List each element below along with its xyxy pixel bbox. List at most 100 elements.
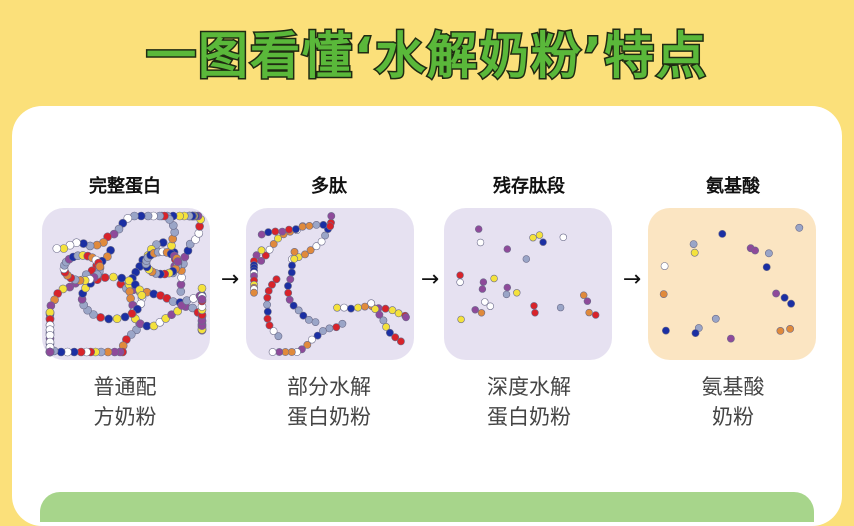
caption-amino-acid-formula: 氨基酸奶粉: [701, 375, 765, 429]
protein-bead: [104, 314, 113, 324]
peptide-bead: [305, 221, 314, 230]
short-peptide-bead: [585, 308, 593, 317]
peptide-bead: [289, 301, 298, 310]
peptide-bead: [257, 246, 266, 255]
amino-acid-bead: [727, 334, 735, 343]
arrow-2-icon: →: [420, 267, 440, 292]
peptide-bead: [332, 323, 341, 332]
peptide-bead: [312, 242, 321, 251]
short-peptide-bead: [478, 285, 487, 293]
caption-extensive-hydrolysis: 深度水解蛋白奶粉: [487, 375, 571, 429]
short-peptide-bead: [471, 306, 479, 314]
short-peptide-bead: [531, 309, 539, 317]
peptide-bead: [269, 327, 278, 335]
amino-acid-bead: [762, 263, 771, 271]
protein-bead: [127, 309, 137, 318]
peptide-bead: [290, 255, 299, 263]
intact-protein-illustration: [42, 208, 210, 360]
amino-acid-bead: [751, 246, 759, 255]
peptide-bead: [396, 337, 405, 346]
amino-acid-bead: [689, 240, 698, 248]
protein-bead: [89, 310, 98, 319]
protein-bead: [124, 276, 134, 286]
peptide-bead: [284, 282, 292, 290]
peptide-bead: [347, 304, 355, 313]
amino-acid-bead: [765, 249, 773, 258]
peptide-bead: [338, 319, 347, 328]
peptide-bead: [319, 220, 328, 229]
short-peptide-bead: [592, 311, 600, 319]
protein-chain-graphic: [45, 211, 207, 357]
peptide-bead: [325, 324, 334, 333]
stage-label-polypeptide: 多肽: [311, 176, 347, 197]
protein-bead: [137, 291, 147, 300]
short-peptide-bead: [456, 271, 464, 279]
short-peptide-bead: [502, 290, 511, 299]
short-peptide-bead: [556, 303, 565, 312]
short-peptide-bead: [583, 297, 592, 305]
protein-bead: [96, 313, 105, 322]
protein-bead: [117, 273, 126, 283]
peptide-bead: [299, 311, 308, 320]
peptide-bead: [326, 222, 335, 231]
peptide-bead: [333, 303, 341, 312]
peptide-bead: [271, 227, 280, 236]
amino-acid-bead: [660, 262, 669, 270]
short-peptide-bead: [522, 255, 531, 263]
peptide-bead: [275, 348, 284, 356]
amino-acid-bead: [786, 325, 794, 333]
short-peptide-bead: [456, 278, 464, 286]
peptide-bead: [286, 275, 295, 284]
peptide-bead: [379, 316, 388, 325]
stage-label-amino-acid: 氨基酸: [706, 176, 760, 197]
short-peptide-bead: [457, 315, 465, 324]
peptide-bead: [278, 227, 287, 236]
peptide-bead: [319, 327, 327, 335]
peptide-bead: [264, 287, 273, 295]
protein-bead: [109, 272, 118, 282]
caption-partial-hydrolysis: 部分水解蛋白奶粉: [287, 375, 371, 429]
stage-label-residual-peptide: 残存肽段: [493, 176, 565, 197]
short-peptide-bead: [486, 302, 494, 310]
protein-bead: [45, 347, 55, 357]
protein-bead: [112, 314, 122, 323]
amino-acid-bead: [711, 314, 720, 323]
peptide-bead: [290, 248, 299, 256]
protein-bead: [197, 295, 207, 304]
protein-bead: [95, 262, 105, 271]
short-peptide-bead: [529, 234, 537, 242]
peptide-bead: [375, 310, 384, 319]
peptide-bead: [391, 333, 400, 342]
short-peptide-bead: [513, 289, 521, 297]
caption-regular-formula: 普通配方奶粉: [93, 375, 157, 429]
peptide-bead: [388, 306, 397, 315]
peptide-bead: [308, 335, 316, 344]
peptide-bead: [265, 321, 274, 330]
arrow-1-icon: →: [220, 267, 240, 292]
short-peptide-bead: [503, 283, 511, 292]
short-peptide-bead: [490, 274, 498, 283]
stage-label-intact-protein: 完整蛋白: [89, 176, 161, 197]
peptide-bead: [250, 288, 258, 297]
peptide-bead: [306, 246, 315, 255]
peptide-bead: [394, 309, 403, 318]
protein-bead: [56, 347, 66, 357]
peptide-bead: [263, 314, 272, 323]
peptide-bead: [327, 212, 336, 220]
peptide-bead: [257, 230, 266, 239]
peptide-bead: [321, 231, 329, 240]
peptide-bead: [287, 268, 296, 277]
short-peptide-bead: [475, 225, 483, 233]
peptide-bead: [305, 316, 313, 324]
peptide-bead: [268, 280, 276, 289]
peptide-bead: [371, 305, 380, 313]
amino-acid-bead: [659, 290, 668, 298]
protein-bead: [100, 273, 110, 282]
peptide-bead: [284, 289, 293, 297]
peptide-bead: [385, 328, 394, 337]
peptide-bead: [263, 300, 271, 309]
short-peptide-bead: [479, 278, 488, 286]
protein-bead: [52, 244, 62, 253]
peptide-bead: [402, 313, 410, 322]
peptide-bead: [313, 331, 322, 340]
